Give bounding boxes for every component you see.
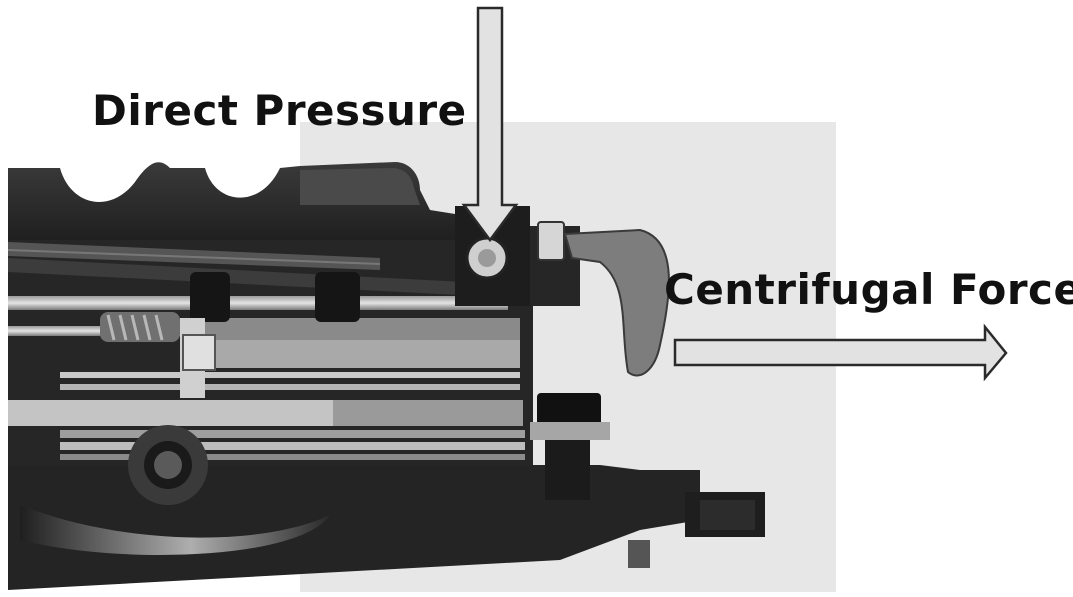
grey-plate-band (210, 340, 520, 368)
mid-plate (333, 400, 523, 426)
lower-belt (8, 258, 520, 298)
bowl-reflection (20, 505, 330, 555)
light-plate (8, 400, 333, 426)
direct-pressure-label: Direct Pressure (92, 86, 467, 135)
rod-top (8, 296, 508, 310)
housing-highlight (300, 168, 420, 205)
centrifugal-force-label: Centrifugal Force (664, 265, 1073, 314)
side-bolt-head (537, 393, 601, 427)
centrifugal-force-arrow (673, 323, 1008, 382)
centrifugal-weight-arm (563, 228, 670, 377)
direct-pressure-arrow (461, 6, 519, 243)
